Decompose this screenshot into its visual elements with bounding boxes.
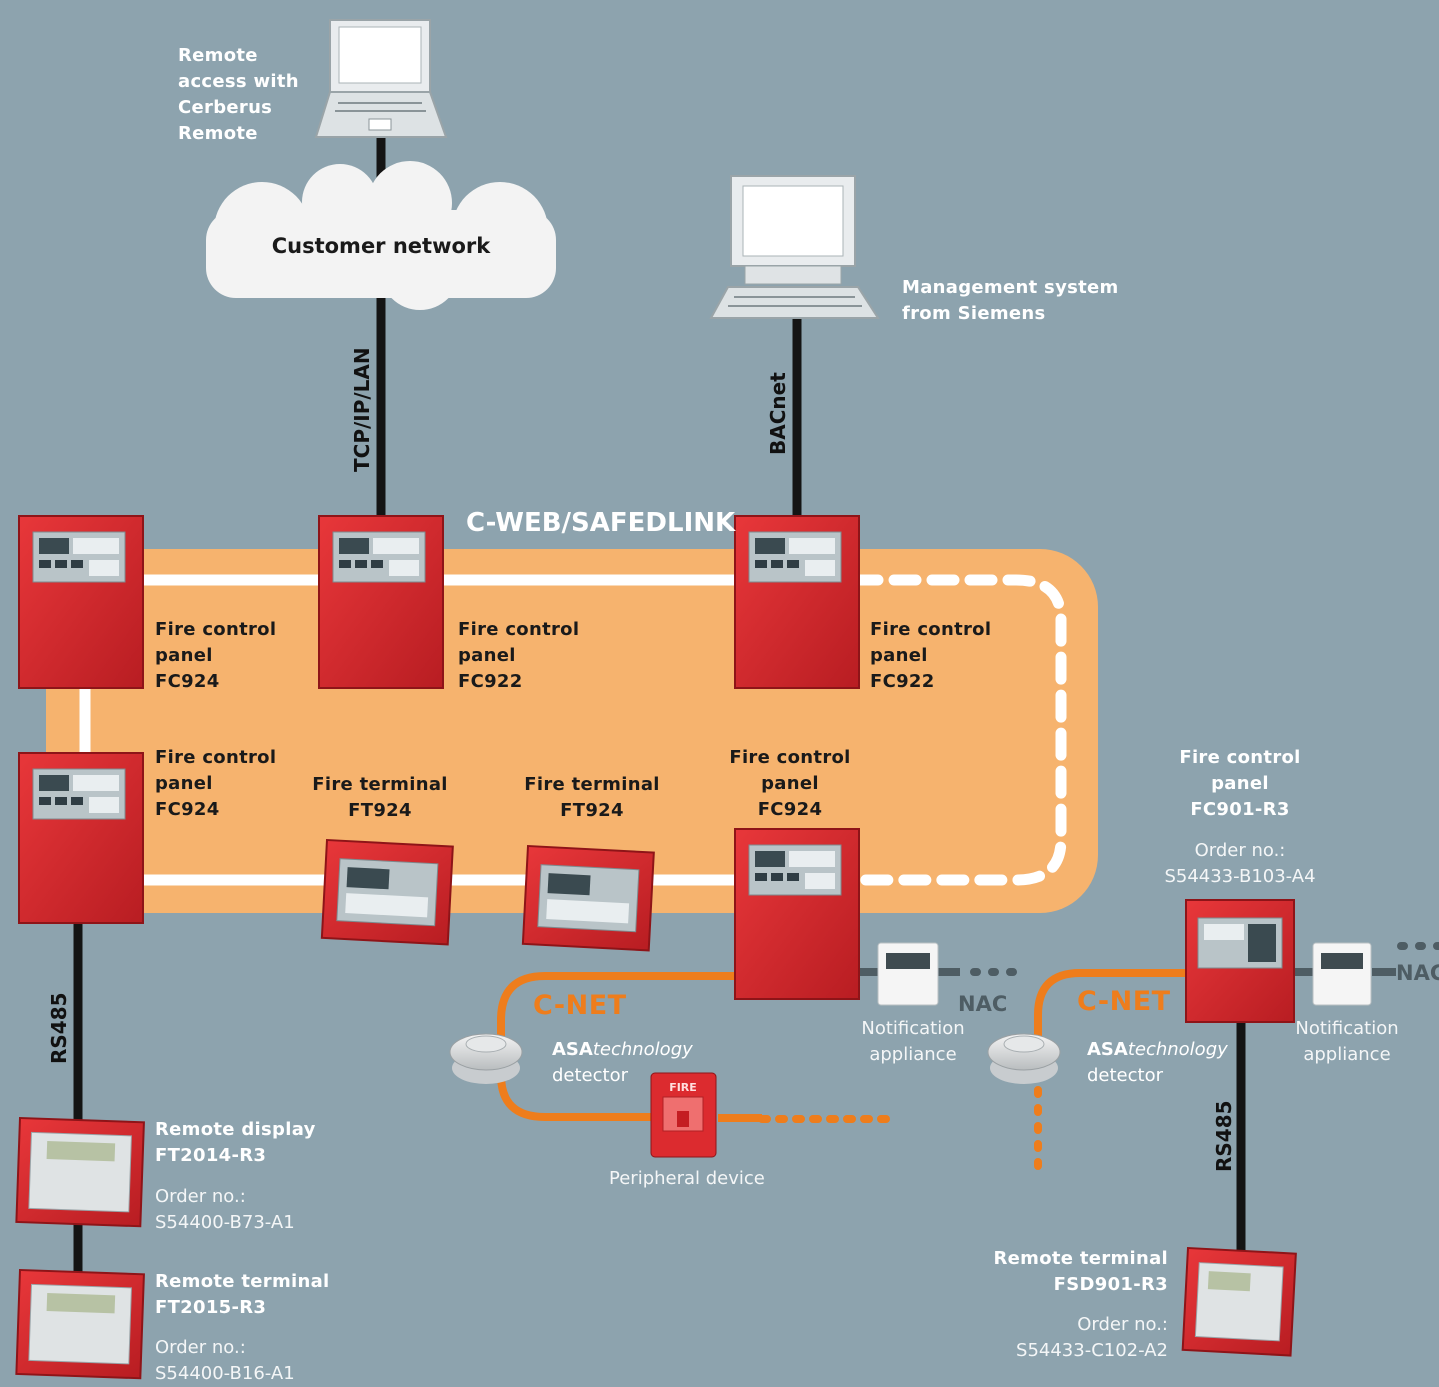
fire-control-panel-fc922-top-mid (318, 515, 444, 689)
cnet-loop-right (1034, 969, 1186, 1060)
fire-terminal-ft924-left (320, 838, 454, 946)
remote-display-label: Remote display FT2014-R3 (155, 1119, 316, 1166)
remote-terminal-fsd901-order: Order no.: S54433-C102-A2 (1016, 1314, 1168, 1361)
panel-fc901-order: Order no.: S54433-B103-A4 (1164, 840, 1316, 887)
asa-detector-icon-right (987, 1033, 1061, 1084)
management-computer-icon (709, 175, 880, 319)
fire-sign-text: FIRE (669, 1081, 697, 1094)
notification-appliance-left-label: Notification appliance (861, 1018, 965, 1065)
remote-terminal-ft2015-label: Remote terminal FT2015-R3 (155, 1271, 330, 1318)
fire-terminal-1-label: Fire terminal FT924 (312, 774, 448, 821)
notification-appliance-icon-left (877, 942, 939, 1006)
management-system-label: Management system from Siemens (902, 277, 1119, 324)
manual-fire-alarm-icon (650, 1072, 717, 1158)
panel-fc901-label: Fire control panel FC901-R3 (1179, 747, 1301, 820)
rs485-left-label: RS485 (47, 992, 71, 1064)
network-title: C-WEB/SAFEDLINK (466, 508, 736, 538)
dashed-ring-link (850, 574, 1067, 886)
fire-control-panel-fc922-top-right (734, 515, 860, 689)
fire-control-panel-fc901 (1185, 899, 1295, 1023)
remote-terminal-fsd901 (1181, 1246, 1297, 1357)
fire-terminal-2-label: Fire terminal FT924 (524, 774, 660, 821)
fire-control-panel-fc924-bottom-right (734, 828, 860, 1000)
panel-fc922-1-label: Fire control panel FC922 (458, 619, 580, 692)
remote-display-ft2014 (15, 1116, 145, 1228)
cnet-left-label: C-NET (533, 990, 627, 1021)
fire-control-panel-fc924-bottom-left (18, 752, 144, 924)
remote-terminal-ft2015 (15, 1268, 145, 1380)
rs485-right-label: RS485 (1212, 1100, 1236, 1172)
remote-display-order: Order no.: S54400-B73-A1 (155, 1186, 295, 1233)
panel-fc924-3-label: Fire control panel FC924 (729, 747, 851, 820)
customer-network-cloud (206, 161, 556, 310)
laptop-icon (314, 19, 448, 138)
notification-appliance-icon-right (1312, 942, 1372, 1006)
notification-appliance-right-label: Notification appliance (1295, 1018, 1399, 1065)
asa-detector-icon-left (449, 1033, 523, 1084)
remote-terminal-fsd901-label: Remote terminal FSD901-R3 (993, 1248, 1168, 1295)
cnet-right-label: C-NET (1077, 986, 1171, 1017)
nac-left-label: NAC (958, 992, 1008, 1016)
tcp-ip-lan-label: TCP/IP/LAN (350, 347, 374, 472)
panel-fc924-1-label: Fire control panel FC924 (155, 619, 277, 692)
customer-network-label: Customer network (271, 234, 491, 258)
peripheral-device-label: Peripheral device (609, 1168, 765, 1189)
fire-terminal-ft924-right (521, 844, 655, 952)
remote-access-label: Remote access with Cerberus Remote (178, 45, 299, 144)
nac-right-label: NAC (1396, 961, 1439, 985)
panel-fc924-2-label: Fire control panel FC924 (155, 747, 277, 820)
remote-terminal-ft2015-order: Order no.: S54400-B16-A1 (155, 1337, 295, 1384)
fire-control-panel-fc924-top-left (18, 515, 144, 689)
panel-fc922-2-label: Fire control panel FC922 (870, 619, 992, 692)
bacnet-label: BACnet (766, 372, 790, 455)
